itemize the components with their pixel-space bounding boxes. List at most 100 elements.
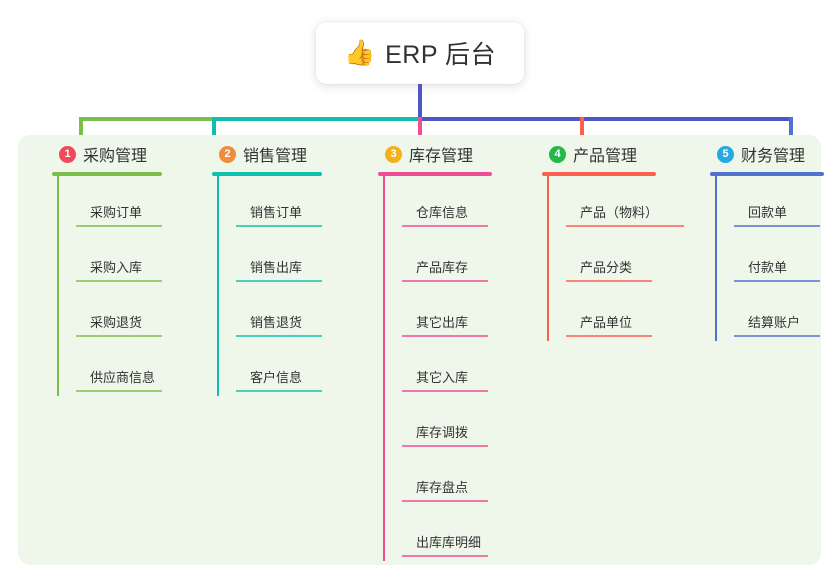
branch-column-3: 3 库存管理 仓库信息 产品库存 其它出库 其它入库 库存调拨 xyxy=(364,143,524,561)
branch-children-4: 产品（物料） 产品分类 产品单位 xyxy=(528,176,698,341)
leaf-rule xyxy=(236,335,322,337)
leaf-item[interactable]: 销售订单 xyxy=(236,176,348,231)
branch-column-1: 1 采购管理 采购订单 采购入库 采购退货 供应商信息 xyxy=(38,143,188,396)
branch-rule-2 xyxy=(212,172,322,176)
leaf-rule xyxy=(734,335,820,337)
leaf-label: 其它入库 xyxy=(416,370,469,385)
leaf-item[interactable]: 出库库明细 xyxy=(402,506,524,561)
branch-spine-2 xyxy=(217,176,219,396)
branch-title-3: 库存管理 xyxy=(409,148,474,165)
leaf-item[interactable]: 采购入库 xyxy=(76,231,188,286)
branch-rule-5 xyxy=(710,172,824,176)
leaf-item[interactable]: 产品单位 xyxy=(566,286,698,341)
branch-header-2[interactable]: 2 销售管理 xyxy=(198,143,348,165)
leaf-label: 供应商信息 xyxy=(90,370,156,385)
branch-header-3[interactable]: 3 库存管理 xyxy=(364,143,524,165)
leaf-rule xyxy=(76,335,162,337)
leaf-rule xyxy=(402,555,488,557)
leaf-rule xyxy=(734,280,820,282)
leaf-rule xyxy=(402,390,488,392)
branch-spine-4 xyxy=(547,176,549,341)
leaf-rule xyxy=(236,225,322,227)
leaf-item[interactable]: 其它出库 xyxy=(402,286,524,341)
branch-rule-3 xyxy=(378,172,492,176)
leaf-label: 客户信息 xyxy=(250,370,303,385)
leaf-rule xyxy=(566,225,684,227)
branch-badge-1: 1 xyxy=(59,145,76,163)
leaf-item[interactable]: 库存调拨 xyxy=(402,396,524,451)
branch-children-1: 采购订单 采购入库 采购退货 供应商信息 xyxy=(38,176,188,396)
leaf-rule xyxy=(402,225,488,227)
branch-badge-2: 2 xyxy=(219,145,236,163)
leaf-label: 产品库存 xyxy=(416,260,469,275)
branch-badge-5: 5 xyxy=(717,145,734,163)
leaf-label: 结算账户 xyxy=(748,315,801,330)
branch-children-3: 仓库信息 产品库存 其它出库 其它入库 库存调拨 库存盘点 xyxy=(364,176,524,561)
branch-badge-4: 4 xyxy=(549,145,566,163)
leaf-label: 出库库明细 xyxy=(416,535,482,550)
leaf-item[interactable]: 库存盘点 xyxy=(402,451,524,506)
leaf-label: 其它出库 xyxy=(416,315,469,330)
leaf-rule xyxy=(402,445,488,447)
leaf-rule xyxy=(402,280,488,282)
leaf-item[interactable]: 付款单 xyxy=(734,231,836,286)
branch-title-1: 采购管理 xyxy=(83,148,148,165)
leaf-rule xyxy=(236,280,322,282)
leaf-item[interactable]: 客户信息 xyxy=(236,341,348,396)
leaf-rule xyxy=(402,335,488,337)
branch-spine-1 xyxy=(57,176,59,396)
content-panel xyxy=(18,135,821,565)
leaf-item[interactable]: 产品库存 xyxy=(402,231,524,286)
leaf-rule xyxy=(402,500,488,502)
leaf-item[interactable]: 销售退货 xyxy=(236,286,348,341)
leaf-item[interactable]: 产品（物料） xyxy=(566,176,698,231)
leaf-item[interactable]: 产品分类 xyxy=(566,231,698,286)
thumbs-up-icon: 👍 xyxy=(343,38,376,67)
leaf-label: 回款单 xyxy=(748,205,788,220)
leaf-item[interactable]: 其它入库 xyxy=(402,341,524,396)
leaf-label: 付款单 xyxy=(748,260,788,275)
branch-rule-4 xyxy=(542,172,656,176)
leaf-label: 库存调拨 xyxy=(416,425,469,440)
leaf-label: 产品单位 xyxy=(580,315,633,330)
leaf-item[interactable]: 回款单 xyxy=(734,176,836,231)
branch-column-4: 4 产品管理 产品（物料） 产品分类 产品单位 xyxy=(528,143,698,341)
leaf-label: 销售订单 xyxy=(250,205,303,220)
branch-header-5[interactable]: 5 财务管理 xyxy=(696,143,836,165)
leaf-item[interactable]: 采购退货 xyxy=(76,286,188,341)
leaf-item[interactable]: 结算账户 xyxy=(734,286,836,341)
leaf-label: 产品（物料） xyxy=(580,205,659,220)
branch-spine-5 xyxy=(715,176,717,341)
leaf-rule xyxy=(734,225,820,227)
leaf-item[interactable]: 采购订单 xyxy=(76,176,188,231)
leaf-label: 仓库信息 xyxy=(416,205,469,220)
branch-spine-3 xyxy=(383,176,385,561)
leaf-rule xyxy=(566,280,652,282)
branch-header-1[interactable]: 1 采购管理 xyxy=(38,143,188,165)
leaf-label: 采购退货 xyxy=(90,315,143,330)
leaf-rule xyxy=(76,225,162,227)
leaf-label: 销售出库 xyxy=(250,260,303,275)
leaf-label: 采购入库 xyxy=(90,260,143,275)
leaf-label: 库存盘点 xyxy=(416,480,469,495)
root-node[interactable]: 👍 ERP 后台 xyxy=(316,22,524,84)
leaf-label: 产品分类 xyxy=(580,260,633,275)
branch-column-2: 2 销售管理 销售订单 销售出库 销售退货 客户信息 xyxy=(198,143,348,396)
root-title: ERP 后台 xyxy=(385,41,497,69)
leaf-rule xyxy=(76,280,162,282)
leaf-rule xyxy=(566,335,652,337)
branch-badge-3: 3 xyxy=(385,145,402,163)
leaf-item[interactable]: 供应商信息 xyxy=(76,341,188,396)
branch-title-4: 产品管理 xyxy=(573,148,638,165)
leaf-rule xyxy=(76,390,162,392)
branch-children-5: 回款单 付款单 结算账户 xyxy=(696,176,836,341)
branch-title-2: 销售管理 xyxy=(243,148,308,165)
leaf-item[interactable]: 仓库信息 xyxy=(402,176,524,231)
branch-rule-1 xyxy=(52,172,162,176)
leaf-item[interactable]: 销售出库 xyxy=(236,231,348,286)
leaf-rule xyxy=(236,390,322,392)
branch-children-2: 销售订单 销售出库 销售退货 客户信息 xyxy=(198,176,348,396)
leaf-label: 销售退货 xyxy=(250,315,303,330)
branch-header-4[interactable]: 4 产品管理 xyxy=(528,143,698,165)
